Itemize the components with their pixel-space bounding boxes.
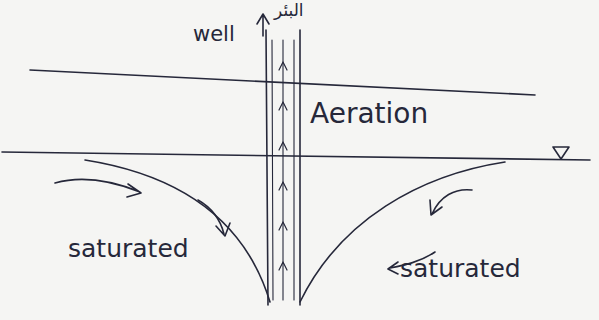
well-label-arabic: البئر — [274, 2, 304, 19]
well-wall — [272, 40, 273, 300]
drawdown-curve — [85, 160, 270, 302]
flow-arrow — [430, 190, 472, 215]
zone-label: Aeration — [310, 100, 428, 128]
well-wall — [299, 30, 301, 305]
water-table-line — [2, 152, 590, 160]
water-table-symbol — [553, 147, 569, 159]
drawdown-curve — [300, 162, 505, 302]
flow-arrow — [55, 180, 141, 197]
zone-label: saturated — [400, 256, 521, 281]
flow-arrow — [198, 200, 230, 236]
zone-label: saturated — [68, 236, 189, 261]
well-wall — [266, 30, 268, 305]
well-wall — [293, 40, 294, 300]
flow-arrows — [279, 62, 287, 270]
outflow-arrow — [257, 14, 269, 36]
flow-line — [282, 40, 283, 300]
well-label: well — [193, 24, 235, 45]
